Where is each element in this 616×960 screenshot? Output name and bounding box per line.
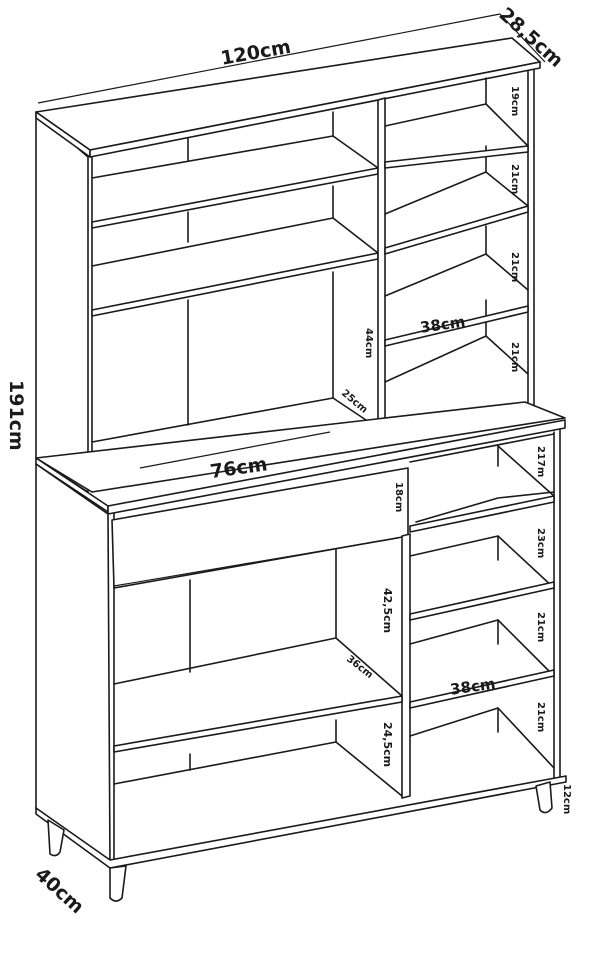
label-upper-right-2: 21cm <box>509 164 520 194</box>
label-overall-height: 191cm <box>5 380 27 451</box>
counter-width-dimension-line <box>139 431 331 469</box>
label-lower-left-upper-height: 42,5cm <box>381 588 394 633</box>
counter-top-front-edge <box>107 419 566 515</box>
label-drawer-height: 18cm <box>393 482 404 512</box>
label-lower-right-3: 21cm <box>535 612 546 642</box>
lower-right-shelf-3 <box>409 669 555 709</box>
upper-right-shelf-2 <box>384 205 529 255</box>
label-lower-right-shelf-width: 38cm <box>449 675 496 699</box>
label-upper-right-shelf-width: 38cm <box>419 313 466 337</box>
bottom-board <box>35 775 567 869</box>
upper-right-shelf-1 <box>384 145 529 169</box>
label-upper-right-3: 21cm <box>509 252 520 282</box>
lower-center-divider <box>401 533 411 799</box>
top-depth-dimension-line <box>499 13 546 63</box>
lower-right-shelf-2 <box>409 581 555 621</box>
leg-front-left <box>109 865 127 902</box>
label-base-depth: 40cm <box>31 863 88 918</box>
upper-right-shelf-3 <box>384 305 529 347</box>
upper-left-shelf-2 <box>91 252 379 317</box>
leg-back-left <box>47 819 65 857</box>
width-dimension-line <box>37 13 501 104</box>
upper-left-side-panel <box>35 111 89 493</box>
upper-hutch <box>35 37 541 493</box>
counter-top-surface <box>35 401 566 493</box>
label-upper-right-4: 21cm <box>509 342 520 372</box>
label-lower-right-1: 217m <box>535 446 546 477</box>
lower-left-shelf <box>113 695 403 753</box>
label-lower-right-4: 21cm <box>535 702 546 732</box>
label-upper-center-height: 44cm <box>363 328 374 358</box>
label-upper-right-1: 19cm <box>509 86 520 116</box>
lower-cabinet <box>35 429 567 902</box>
upper-center-divider <box>377 97 386 433</box>
lower-right-shelf-1 <box>409 495 555 533</box>
lower-left-side-panel <box>35 463 111 867</box>
leg-front-right <box>535 781 553 814</box>
label-lower-left-lower-height: 24,5cm <box>381 722 394 767</box>
label-lower-right-2: 23cm <box>535 528 546 558</box>
label-leg-height: 12cm <box>561 784 572 814</box>
label-overall-width: 120cm <box>219 36 292 70</box>
